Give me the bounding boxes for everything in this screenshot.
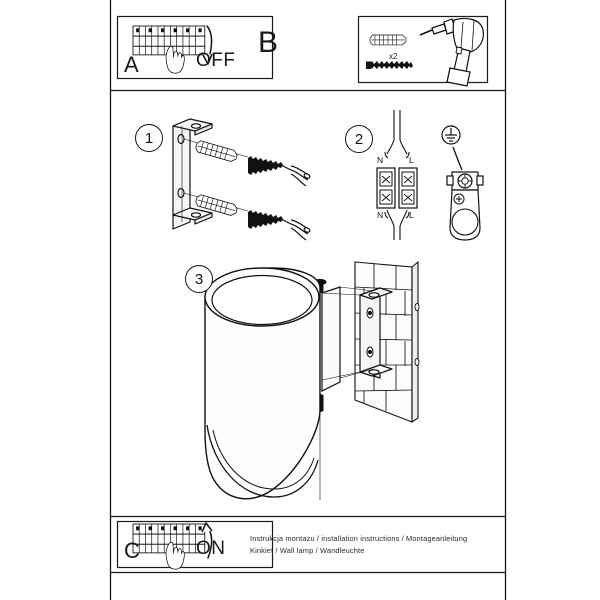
- step-number-2: 2: [345, 125, 373, 153]
- lamp-mounting-plate: [321, 286, 375, 392]
- box-c-frame: [116, 520, 274, 569]
- parts-quantity-label: x2: [389, 52, 398, 61]
- box-c-arrow-up-icon: [201, 522, 213, 559]
- terminal-label-l-top: L: [409, 155, 414, 165]
- footer-line-2: Kinkiet / Wall lamp / Wandleuchte: [250, 545, 365, 555]
- ground-terminal: [446, 171, 484, 191]
- step2-cable-lower: [384, 209, 410, 240]
- footer-line-1: Instrukcja montazu / installation instru…: [250, 534, 468, 543]
- terminal-label-n-top: N: [377, 155, 384, 165]
- box-a-letter: A: [124, 52, 139, 77]
- terminal-block-icon: [376, 167, 418, 209]
- step1-screw-upper: [248, 156, 283, 175]
- terminal-label-n-bottom: N: [377, 210, 384, 220]
- step1-screw-lower: [248, 210, 283, 229]
- terminal-label-l-bottom: L: [409, 210, 414, 220]
- step2-cable-upper: [384, 110, 410, 159]
- box-c-action-label: ON: [196, 538, 226, 559]
- step1-wire-upper: [280, 164, 311, 187]
- box-a-frame: [116, 15, 274, 80]
- step-number-3: 3: [185, 265, 213, 293]
- box-c-letter: C: [124, 538, 140, 563]
- footer-text: Instrukcja montazu / installation instru…: [250, 533, 500, 556]
- box-b-letter: B: [258, 26, 279, 59]
- box-b-frame: [357, 15, 489, 84]
- step1-wire-lower: [280, 218, 311, 241]
- box-a-action-label: OFF: [196, 50, 236, 71]
- lamp-back-cover: [449, 189, 481, 241]
- step1-plug-upper: [194, 139, 239, 163]
- earth-ground-icon: [441, 125, 461, 145]
- wall-plug-icon: [369, 34, 407, 46]
- screw-icon: [366, 61, 413, 69]
- box-a-arrow-down-icon: [202, 25, 213, 65]
- wall-bracket: [359, 287, 393, 379]
- power-drill-icon: [419, 17, 484, 87]
- step1-bracket-drawing: [172, 118, 249, 230]
- cylinder-wall-lamp-icon: [204, 267, 321, 500]
- step-number-1: 1: [135, 124, 163, 152]
